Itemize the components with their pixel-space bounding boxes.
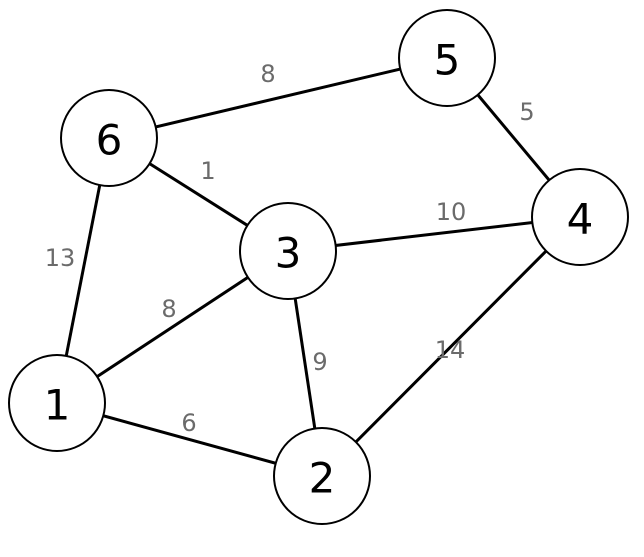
node-circle-3: [239, 202, 337, 300]
edge-6-5: [108, 56, 448, 140]
edge-weight-1-2: 6: [181, 409, 196, 437]
node-circle-5: [398, 9, 496, 107]
node-label-6: 6: [96, 116, 123, 165]
edge-2-4: [320, 215, 582, 478]
edge-weight-5-4: 5: [519, 98, 534, 126]
node-4: 4: [531, 168, 629, 266]
nodes-layer: 1 2 3 4 5 6: [8, 9, 629, 525]
node-circle-2: [273, 427, 371, 525]
edge-weight-2-4: 14: [435, 336, 466, 364]
node-3: 3: [239, 202, 337, 300]
node-6: 6: [60, 89, 158, 187]
edge-weight-3-4: 10: [436, 198, 467, 226]
edge-weight-6-5: 8: [260, 60, 275, 88]
edge-weight-3-2: 9: [312, 348, 327, 376]
node-label-1: 1: [44, 381, 71, 430]
node-2: 2: [273, 427, 371, 525]
edge-weight-1-3: 8: [161, 295, 176, 323]
node-label-4: 4: [567, 195, 594, 244]
edge-weight-6-3: 1: [200, 157, 215, 185]
node-circle-1: [8, 354, 106, 452]
node-5: 5: [398, 9, 496, 107]
node-label-3: 3: [275, 229, 302, 278]
node-circle-4: [531, 168, 629, 266]
node-1: 1: [8, 354, 106, 452]
node-label-2: 2: [309, 454, 336, 503]
node-label-5: 5: [434, 36, 461, 85]
edge-weight-6-1: 13: [45, 244, 76, 272]
node-circle-6: [60, 89, 158, 187]
